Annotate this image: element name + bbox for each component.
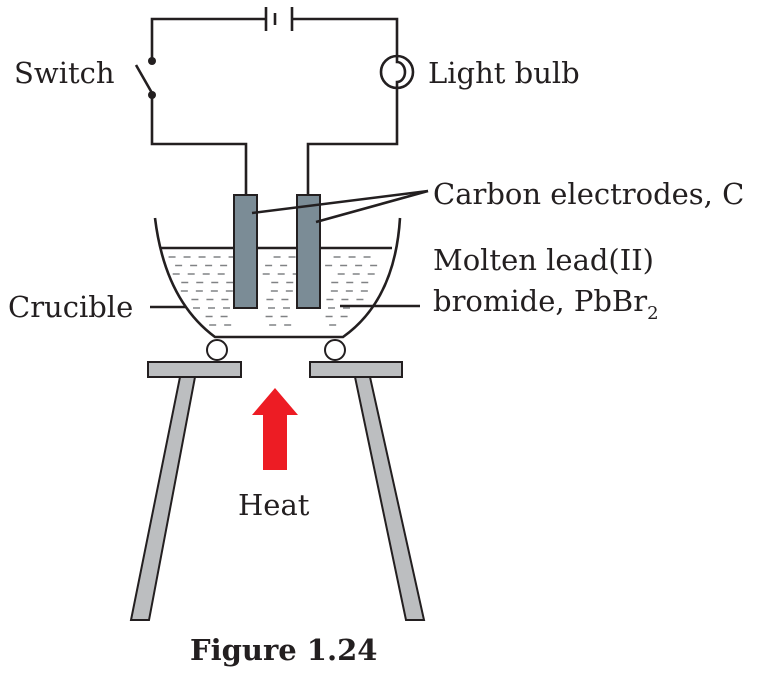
heat-label: Heat [238, 488, 310, 522]
battery-icon [264, 7, 294, 31]
switch-label: Switch [14, 56, 115, 90]
leader-lines [150, 189, 429, 309]
heat-arrow-icon [252, 388, 298, 470]
light-bulb-icon [379, 54, 415, 90]
carbon-electrode-left [233, 194, 258, 309]
switch-icon [134, 57, 156, 99]
crucible-label: Crucible [8, 290, 133, 324]
carbon-electrode-right [296, 194, 321, 309]
circuit [134, 7, 415, 195]
crucible [153, 217, 402, 339]
light-bulb-label: Light bulb [428, 56, 580, 90]
molten-label-line2: bromide, PbBr2 [433, 284, 659, 324]
electrodes-label: Carbon electrodes, C [433, 177, 744, 211]
molten-label-line1: Molten lead(II) [433, 243, 654, 277]
figure-caption: Figure 1.24 [190, 633, 377, 667]
tripod-stand [129, 339, 426, 621]
